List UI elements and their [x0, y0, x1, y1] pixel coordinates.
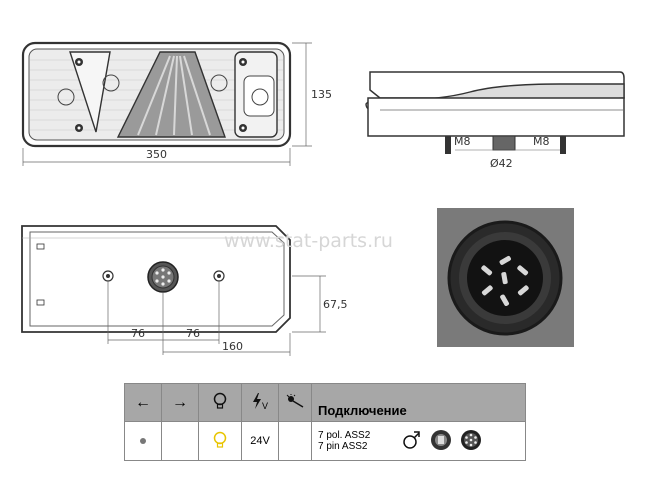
dim-width: 350: [146, 148, 167, 161]
dim-mount-height: 67,5: [323, 298, 348, 311]
spec-table-row: 24V 7 pol. ASS2 7 pin ASS2: [124, 421, 526, 461]
yellow-bulb-icon: [213, 431, 227, 448]
plug-front-icon: [461, 429, 482, 450]
side-view: [365, 71, 625, 154]
connection-title: Подключение: [311, 383, 526, 422]
connection-cell: 7 pol. ASS2 7 pin ASS2: [311, 421, 526, 461]
dim-spacing-left: 76: [131, 327, 145, 340]
voltage-sub: V: [261, 401, 268, 411]
arrow-right-icon: →: [161, 383, 199, 422]
dim-bolt-right: M8: [533, 135, 550, 148]
connection-line-2: 7 pin ASS2: [318, 441, 368, 452]
bulb-cell: [198, 421, 242, 461]
bulb-icon: [198, 383, 242, 422]
spec-table-header: ← → V Подключение: [124, 383, 526, 422]
plug-side-icon: [431, 429, 452, 450]
left-cell-dot: [124, 421, 162, 461]
spec-table: ← → V Подключение 24V 7 pol. ASS2 7 pin …: [124, 383, 526, 461]
emitting-icon: [278, 383, 312, 422]
arrow-left-icon: ←: [124, 383, 162, 422]
voltage-icon: V: [241, 383, 279, 422]
dim-bolt-left: M8: [454, 135, 471, 148]
right-cell-empty: [161, 421, 199, 461]
watermark: www.stat-parts.ru: [224, 230, 393, 252]
connection-line-1: 7 pol. ASS2: [318, 430, 371, 441]
front-view: [21, 41, 312, 166]
male-symbol-icon: [403, 430, 420, 449]
dim-spacing-right: 76: [186, 327, 200, 340]
voltage-value: 24V: [241, 421, 279, 461]
emitting-cell-empty: [278, 421, 312, 461]
dim-height: 135: [311, 88, 332, 101]
dim-mount-span: 160: [222, 340, 243, 353]
rear-view: [21, 225, 326, 356]
dim-connector-diameter: Ø42: [490, 157, 513, 170]
connector-photo: [437, 208, 574, 347]
